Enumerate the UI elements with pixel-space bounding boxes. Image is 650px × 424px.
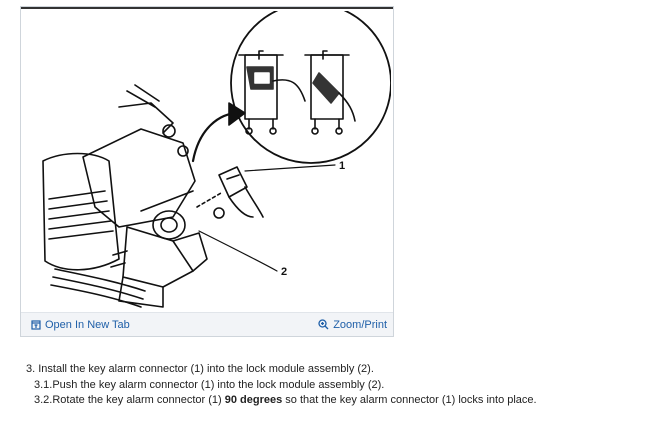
open-in-new-tab-label: Open In New Tab [45,318,130,331]
lock-module-assembly [82,84,225,308]
open-in-new-tab-link[interactable]: Open In New Tab [31,319,130,331]
steering-column [42,152,146,308]
step-3-2-emphasis: 90 degrees [224,394,283,406]
lock-module-diagram: 1 2 [42,11,391,308]
open-tab-icon [31,319,41,330]
step-3-2: 3.2.Rotate the key alarm connector (1) 9… [26,393,626,409]
figure-panel: 1 2 Open In New Tab Zoom/Print [20,6,394,337]
instruction-steps: 3. Install the key alarm connector (1) i… [26,362,626,409]
step-3: 3. Install the key alarm connector (1) i… [26,363,374,375]
step-3-2-prefix: 3.2.Rotate the key alarm connector (1) [34,394,225,406]
step-3-1: 3.1.Push the key alarm connector (1) int… [34,378,385,391]
zoom-icon [318,319,329,330]
figure-toolbar: Open In New Tab Zoom/Print [21,312,393,336]
callout-1: 1 [339,160,345,172]
zoom-print-label: Zoom/Print [333,318,387,331]
callout-2: 2 [281,266,287,278]
inset-detail [230,11,391,164]
key-alarm-connector [196,166,264,218]
figure-top-rule [21,7,393,9]
zoom-print-link[interactable]: Zoom/Print [318,319,387,331]
step-3-2-suffix: so that the key alarm connector (1) lock… [282,394,537,406]
